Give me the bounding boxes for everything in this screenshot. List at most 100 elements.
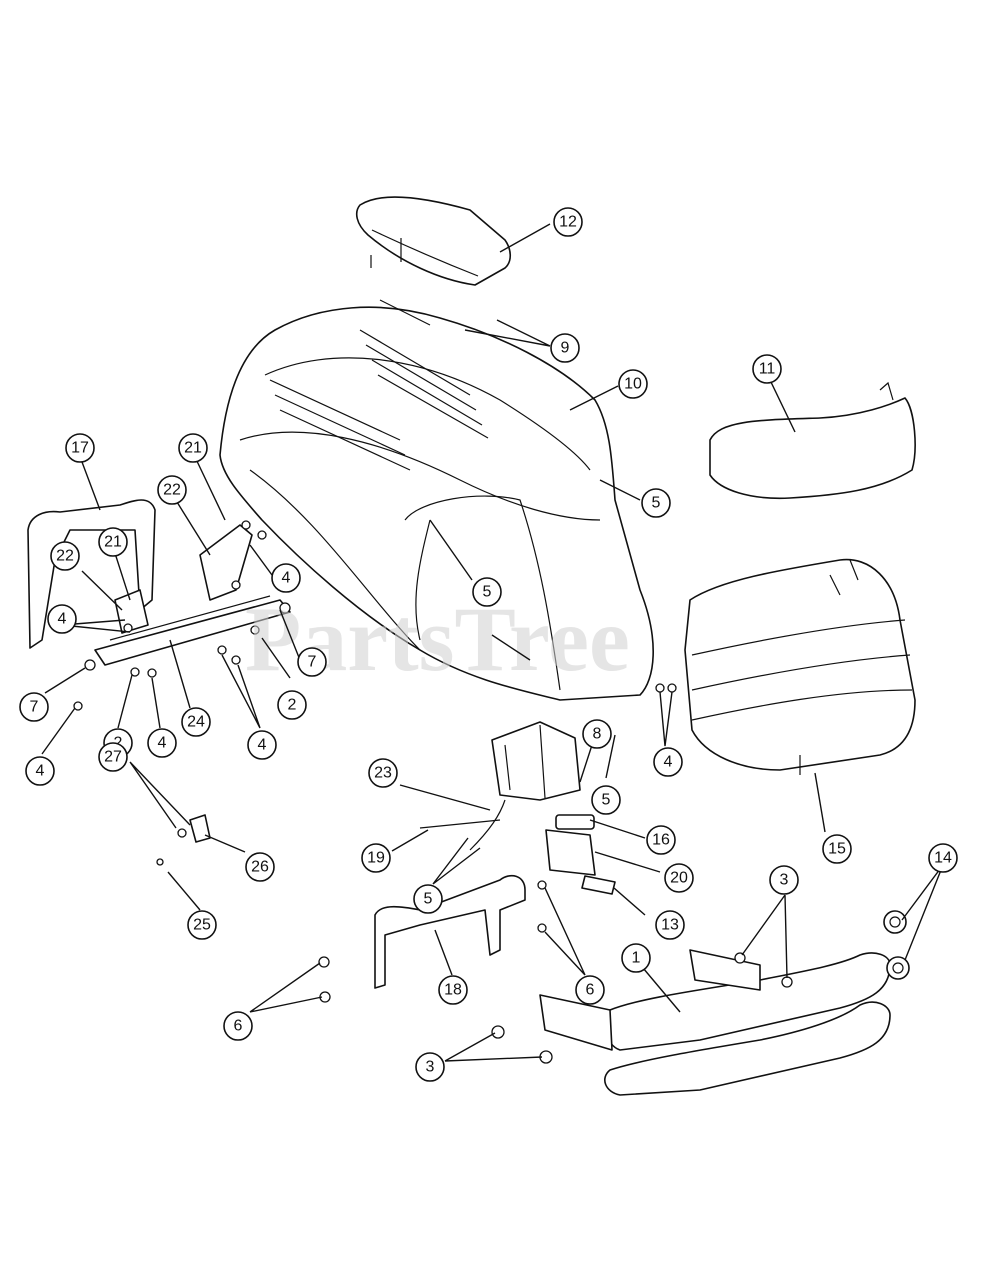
callout-13: 13	[655, 910, 685, 940]
callout-26: 26	[245, 852, 275, 882]
callout-5: 5	[591, 785, 621, 815]
svg-text:5: 5	[602, 792, 611, 809]
callout-21: 21	[178, 433, 208, 463]
callout-1: 1	[621, 943, 651, 973]
svg-text:3: 3	[426, 1059, 435, 1076]
part-26-27-25	[156, 814, 211, 866]
callout-24: 24	[181, 707, 211, 737]
watermark: PartsTree	[245, 588, 630, 690]
callout-3: 3	[769, 865, 799, 895]
part-12-hood-cap	[355, 196, 512, 286]
svg-text:4: 4	[258, 737, 267, 754]
svg-text:21: 21	[184, 440, 202, 457]
svg-text:6: 6	[586, 982, 595, 999]
callout-12: 12	[553, 207, 583, 237]
svg-text:22: 22	[163, 482, 181, 499]
part-8-pivot-bracket	[491, 721, 581, 801]
callout-19: 19	[361, 843, 391, 873]
svg-text:19: 19	[367, 850, 385, 867]
callout-21: 21	[98, 527, 128, 557]
svg-text:22: 22	[56, 548, 74, 565]
svg-text:23: 23	[374, 765, 392, 782]
callout-8: 8	[582, 719, 612, 749]
part-10-hood	[219, 299, 654, 701]
part-17-bracket	[27, 499, 156, 649]
part-16-20-13	[545, 814, 616, 895]
svg-text:18: 18	[444, 982, 462, 999]
callout-5: 5	[413, 884, 443, 914]
callout-23: 23	[368, 758, 398, 788]
part-21-22-brackets	[114, 524, 253, 634]
hood-vents	[269, 299, 489, 471]
callout-9: 9	[550, 333, 580, 363]
callout-16: 16	[646, 825, 676, 855]
callout-3: 3	[415, 1052, 445, 1082]
svg-text:5: 5	[483, 584, 492, 601]
callout-5: 5	[641, 488, 671, 518]
svg-text:12: 12	[559, 214, 577, 231]
part-24-support-bar	[94, 595, 291, 666]
svg-text:4: 4	[36, 763, 45, 780]
svg-text:16: 16	[652, 832, 670, 849]
callout-17: 17	[65, 433, 95, 463]
svg-text:25: 25	[193, 917, 211, 934]
callout-18: 18	[438, 975, 468, 1005]
svg-text:4: 4	[282, 570, 291, 587]
callout-4: 4	[47, 604, 77, 634]
callout-4: 4	[147, 728, 177, 758]
callout-25: 25	[187, 910, 217, 940]
callout-7: 7	[19, 692, 49, 722]
svg-text:2: 2	[288, 697, 297, 714]
leader-lines	[41, 223, 944, 1062]
svg-text:10: 10	[624, 376, 642, 393]
svg-text:9: 9	[561, 340, 570, 357]
svg-text:3: 3	[780, 872, 789, 889]
svg-text:5: 5	[652, 495, 661, 512]
callout-11: 11	[752, 354, 782, 384]
callout-22: 22	[157, 475, 187, 505]
part-19-rod	[419, 799, 506, 851]
svg-text:6: 6	[234, 1018, 243, 1035]
part-14-bushings	[883, 910, 910, 980]
svg-text:11: 11	[759, 361, 776, 378]
callout-4: 4	[653, 747, 683, 777]
callout-4: 4	[25, 756, 55, 786]
svg-text:14: 14	[934, 850, 952, 867]
svg-text:15: 15	[828, 841, 846, 858]
svg-text:5: 5	[424, 891, 433, 908]
part-18-hinge-arm	[374, 874, 526, 989]
callout-10: 10	[618, 369, 648, 399]
callout-4: 4	[247, 730, 277, 760]
svg-text:8: 8	[593, 726, 602, 743]
callout-22: 22	[50, 541, 80, 571]
svg-text:1: 1	[632, 950, 641, 967]
svg-text:13: 13	[661, 917, 679, 934]
part-1-bumper	[539, 949, 891, 1096]
svg-text:4: 4	[158, 735, 167, 752]
callout-7: 7	[297, 647, 327, 677]
svg-text:2: 2	[114, 735, 123, 752]
svg-text:7: 7	[308, 654, 317, 671]
callout-15: 15	[822, 834, 852, 864]
callout-27: 27	[98, 742, 128, 772]
callout-6: 6	[575, 975, 605, 1005]
svg-text:20: 20	[670, 870, 688, 887]
svg-text:21: 21	[104, 534, 122, 551]
svg-text:24: 24	[187, 714, 205, 731]
callout-4: 4	[271, 563, 301, 593]
callout-2: 2	[277, 690, 307, 720]
callout-6: 6	[223, 1011, 253, 1041]
svg-text:27: 27	[104, 749, 122, 766]
hardware-fasteners	[73, 520, 677, 711]
svg-text:17: 17	[71, 440, 89, 457]
part-15-grille	[684, 558, 916, 775]
callout-14: 14	[928, 843, 958, 873]
svg-text:4: 4	[58, 611, 67, 628]
svg-text:4: 4	[664, 754, 673, 771]
part-11-grille-top	[709, 381, 916, 500]
svg-text:26: 26	[251, 859, 269, 876]
callout-5: 5	[472, 577, 502, 607]
callout-20: 20	[664, 863, 694, 893]
svg-text:7: 7	[30, 699, 39, 716]
